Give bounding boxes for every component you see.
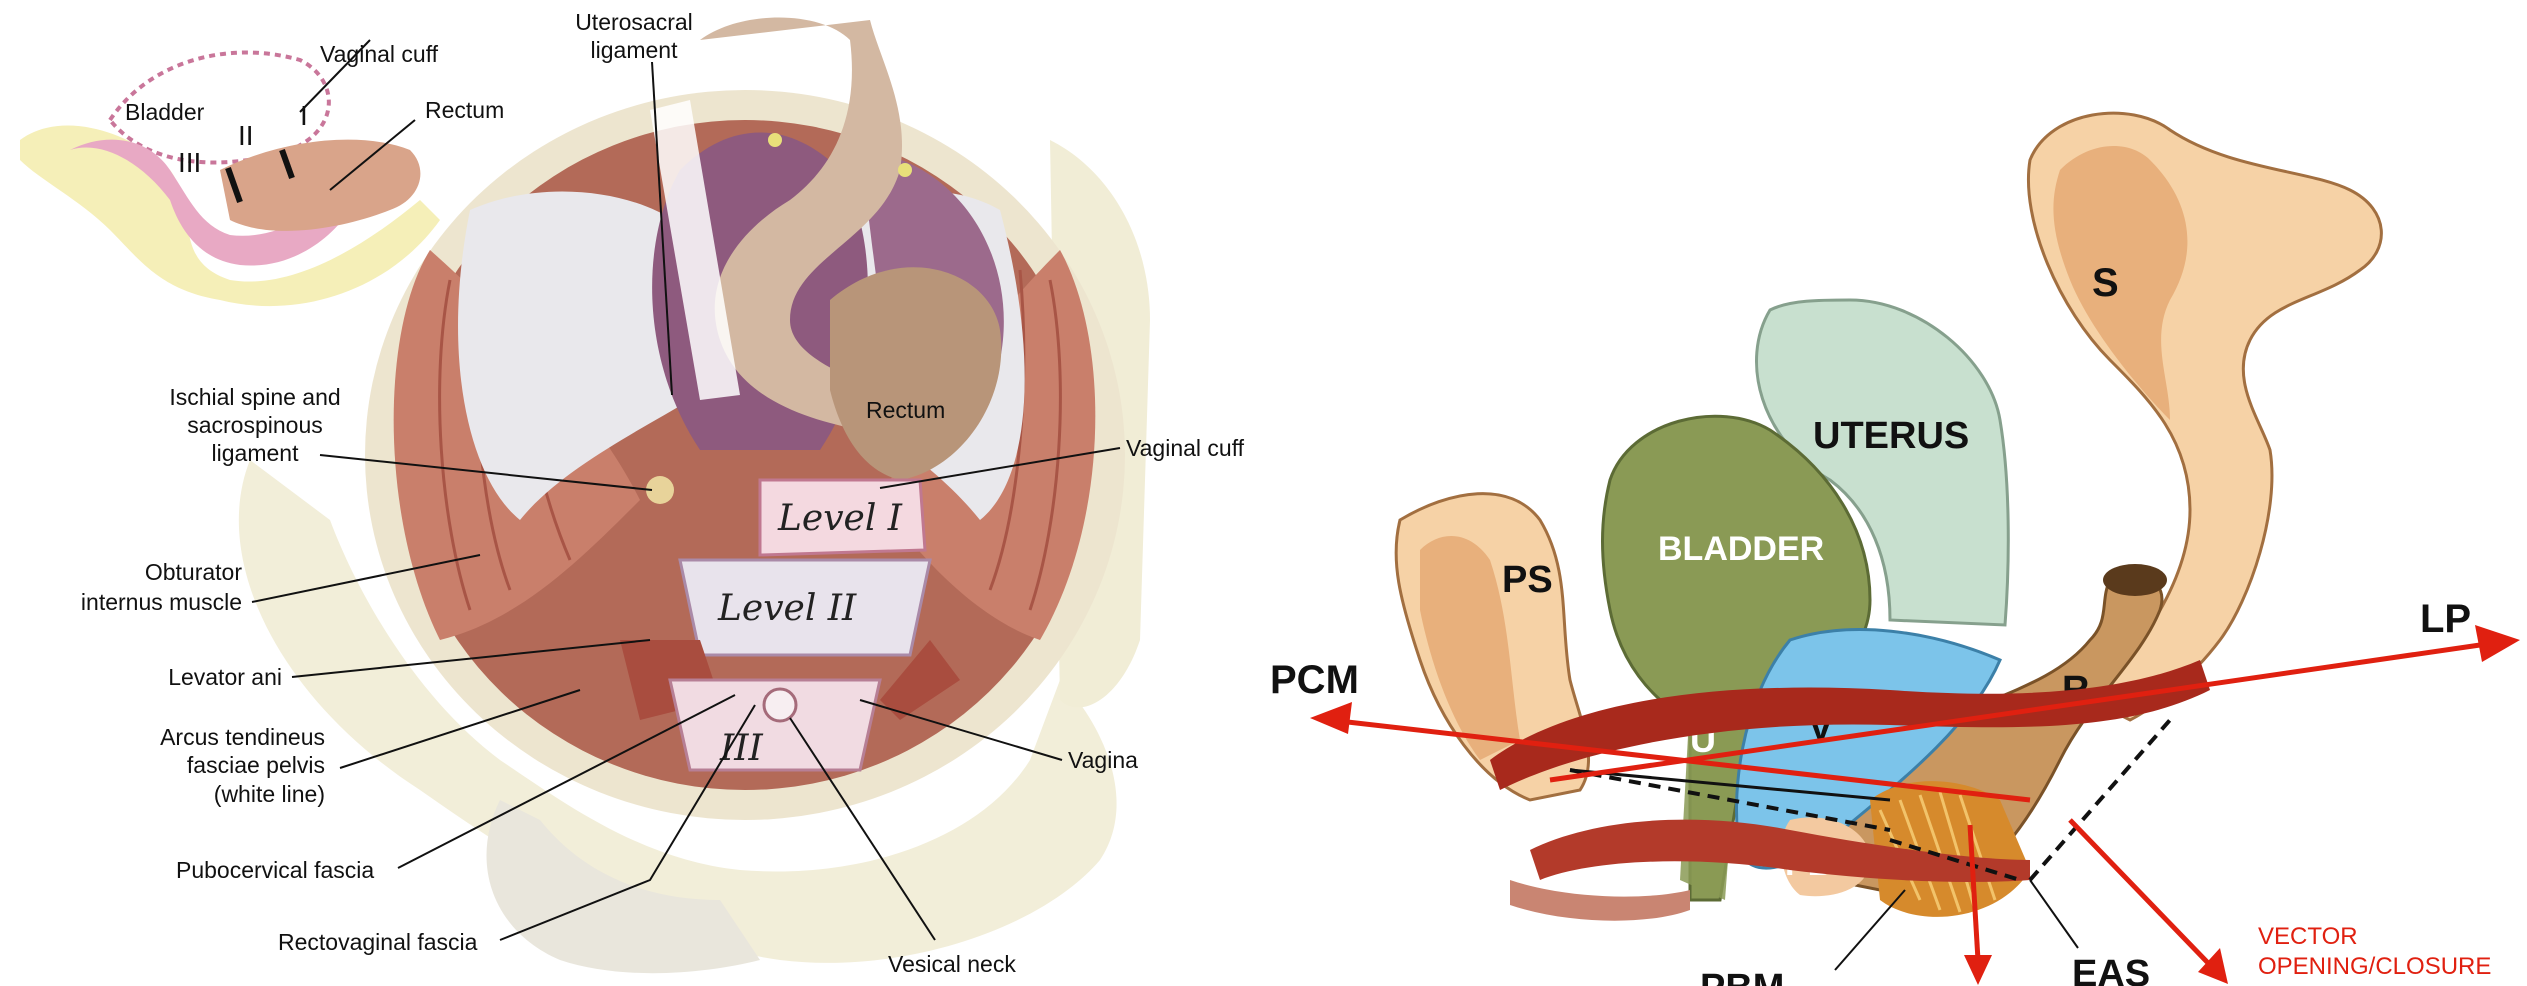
lp-arrowhead xyxy=(2475,625,2520,662)
inset-bladder-label: Bladder xyxy=(125,99,205,125)
eas-label: EAS xyxy=(2072,953,2150,986)
inset-level-ii-label: II xyxy=(238,120,254,151)
pcm-arrowhead xyxy=(1310,702,1352,734)
lp-label: LP xyxy=(2420,597,2471,641)
pelvic-floor-support-illustration: Level I Level II III Bladder Vagin xyxy=(0,0,1270,986)
lma-arrowhead xyxy=(1964,955,1992,985)
vesical-neck-label: Vesical neck xyxy=(888,951,1016,977)
inset-level-iii-label: III xyxy=(178,147,201,178)
pelvic-muscle-vector-diagram: S UTERUS BLADDER PS R V U PB xyxy=(1270,0,2527,986)
vector-label-line1: VECTOR xyxy=(2258,923,2358,950)
inset-rectum-shape xyxy=(220,140,420,231)
arcus-label-line1: Arcus tendineus xyxy=(160,724,325,750)
pbm-label: PBM xyxy=(1700,967,1784,986)
ischial-label-line2: sacrospinous xyxy=(187,412,323,438)
ischial-label-line1: Ischial spine and xyxy=(169,384,340,410)
closure-arrowhead xyxy=(2198,948,2228,984)
level3-label: III xyxy=(719,728,763,769)
rectum-label: Rectum xyxy=(866,397,945,423)
bladder-label: BLADDER xyxy=(1658,530,1824,568)
right-illustration-svg: S UTERUS BLADDER PS R V U PB xyxy=(1270,0,2527,986)
obturator-label-line1: Obturator xyxy=(145,559,242,585)
rectum-lumen xyxy=(2103,564,2167,596)
ischial-label-line3: ligament xyxy=(212,440,300,466)
uterosacral-label-line1: Uterosacral xyxy=(575,9,693,35)
pbm-leader xyxy=(1835,890,1905,970)
inset-rectum-label: Rectum xyxy=(425,97,504,123)
sacrum-label: S xyxy=(2092,261,2119,305)
vector-label-line2: OPENING/CLOSURE xyxy=(2258,953,2491,980)
level2-label: Level II xyxy=(717,588,857,629)
inset-level-i-label: I xyxy=(300,100,308,131)
inset-vaginal-cuff-label: Vaginal cuff xyxy=(320,41,439,67)
vaginal-cuff-label: Vaginal cuff xyxy=(1126,435,1245,461)
level1-label: Level I xyxy=(777,498,903,539)
obturator-label-line2: internus muscle xyxy=(81,589,242,615)
uterosacral-label-line2: ligament xyxy=(591,37,679,63)
eas-leader xyxy=(2030,880,2078,948)
closure-vector-line xyxy=(2070,820,2210,965)
arcus-label-line2: fasciae pelvis xyxy=(187,752,325,778)
levator-ani-label: Levator ani xyxy=(168,664,282,690)
pubocervical-label: Pubocervical fascia xyxy=(176,857,374,883)
ureter-marker xyxy=(768,133,782,147)
uterus-label: UTERUS xyxy=(1813,415,1969,457)
left-illustration-svg: Level I Level II III Bladder Vagin xyxy=(0,0,1270,986)
pcm-label: PCM xyxy=(1270,658,1359,702)
perineal-membrane-band xyxy=(1510,880,1690,921)
rectovaginal-label: Rectovaginal fascia xyxy=(278,929,478,955)
ureter-marker-right xyxy=(898,163,912,177)
vagina-label: Vagina xyxy=(1068,747,1138,773)
urethra-opening-shape xyxy=(764,689,796,721)
pubic-symphysis-label: PS xyxy=(1502,559,1553,601)
arcus-label-line3: (white line) xyxy=(214,781,325,807)
